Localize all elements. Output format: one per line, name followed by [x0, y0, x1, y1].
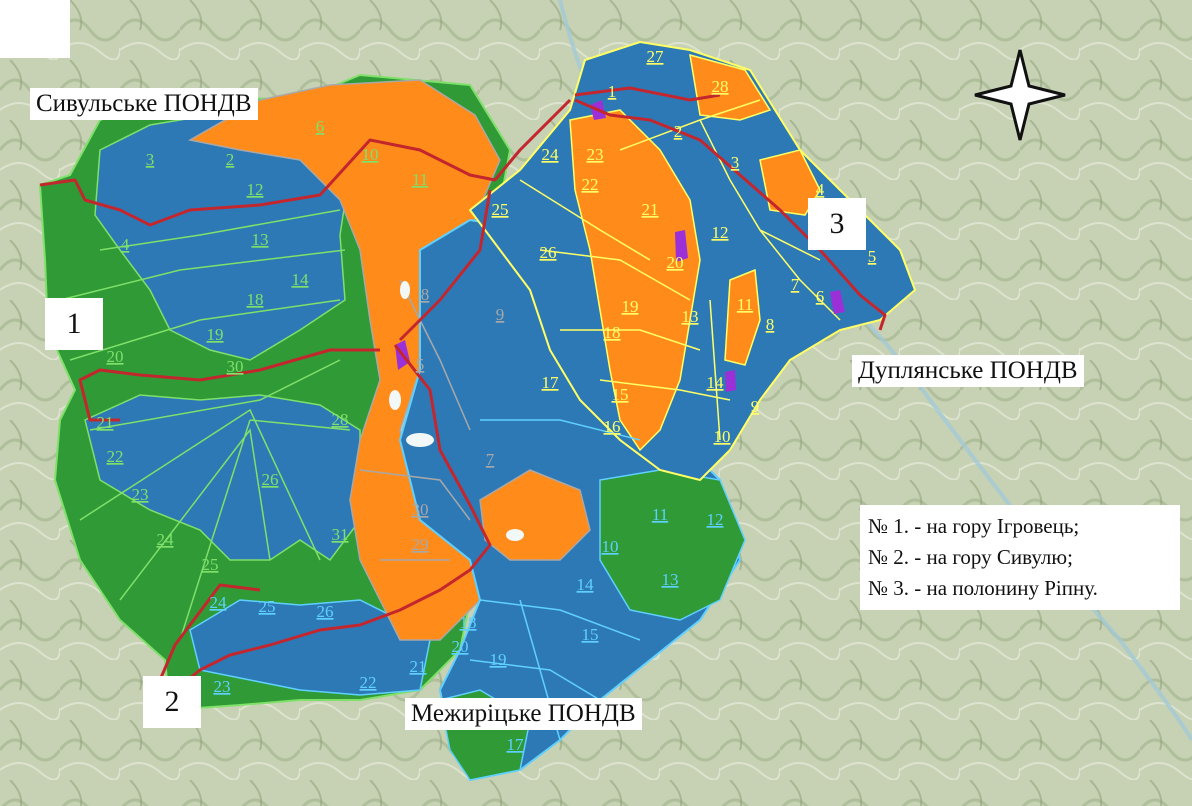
compartment-label: 29 [412, 535, 429, 554]
compartment-label: 19 [490, 650, 507, 669]
compartment-label: 14 [707, 373, 725, 392]
compartment-label: 12 [712, 223, 729, 242]
compartment-label: 5 [868, 247, 877, 266]
route-1-marker: 1 [45, 298, 103, 350]
compartment-label: 25 [202, 555, 219, 574]
compartment-label: 14 [292, 270, 310, 289]
compartment-label: 15 [612, 385, 629, 404]
west-blue-southwest [189, 599, 431, 696]
compartment-label: 20 [667, 253, 684, 272]
east-orange-strip [724, 268, 761, 366]
compartment-label: 23 [132, 485, 149, 504]
compartment-label: 26 [317, 602, 334, 621]
compartment-label: 19 [207, 325, 224, 344]
compartment-label: 10 [602, 537, 619, 556]
route-2-marker: 2 [143, 676, 201, 728]
compartment-label: 10 [362, 145, 379, 164]
compartment-label: 3 [731, 153, 740, 172]
compartment-label: 17 [507, 735, 525, 754]
compartment-label: 18 [460, 613, 477, 632]
compartment-label: 11 [652, 505, 668, 524]
legend-item-3: № 3. - на полонину Ріпну. [868, 576, 1098, 600]
compartment-label: 22 [582, 175, 599, 194]
compartment-label: 28 [712, 77, 729, 96]
compartment-label: 15 [582, 625, 599, 644]
compartment-label: 7 [486, 450, 495, 469]
compartment-label: 14 [577, 575, 595, 594]
compartment-label: 27 [647, 47, 665, 66]
compartment-label: 11 [737, 295, 753, 314]
syvulske-area-label: Сивульське ПОНДВ [30, 88, 258, 120]
compartment-label: 10 [714, 427, 731, 446]
compartment-label: 19 [622, 297, 639, 316]
top-left-white-corner [0, 0, 70, 58]
compartment-label: 26 [540, 243, 557, 262]
compartment-label: 18 [604, 323, 621, 342]
compartment-label: 22 [107, 447, 124, 466]
compartment-label: 13 [252, 230, 269, 249]
compartment-label: 16 [604, 417, 621, 436]
compartment-label: 26 [262, 470, 279, 489]
compartment-label: 25 [259, 597, 276, 616]
compartment-label: 13 [682, 307, 699, 326]
compartment-label: 30 [227, 357, 244, 376]
compartment-label: 1 [608, 82, 617, 101]
compartment-label: 6 [316, 117, 325, 136]
duplianske-area-label: Дуплянське ПОНДВ [852, 355, 1084, 387]
compartment-label: 6 [816, 287, 825, 306]
compartment-label: 7 [791, 275, 800, 294]
compartment-label: 21 [97, 413, 114, 432]
compartment-label: 8 [766, 315, 775, 334]
compartment-label: 3 [146, 150, 155, 169]
west-blue-south [84, 394, 361, 562]
compartment-label: 31 [332, 525, 349, 544]
compartment-number-labels: 3421213141819203021222324252628311011612… [97, 47, 877, 754]
hiking-routes [39, 86, 887, 692]
compartment-label: 12 [707, 510, 724, 529]
compartment-label: 8 [421, 285, 430, 304]
route-3-marker: 3 [808, 198, 866, 250]
compartment-label: 2 [674, 122, 683, 141]
compartment-label: 24 [157, 530, 175, 549]
compartment-label: 24 [210, 593, 228, 612]
compartment-label: 17 [542, 373, 560, 392]
compartment-label: 23 [587, 145, 604, 164]
compartment-label: 24 [542, 145, 560, 164]
compartment-label: 4 [816, 180, 825, 199]
compartment-label: 21 [410, 657, 427, 676]
east-orange-center [569, 109, 701, 452]
compartment-label: 18 [247, 290, 264, 309]
compartment-label: 2 [226, 150, 235, 169]
compartment-boundaries [59, 99, 841, 741]
compass-rose-icon [974, 49, 1066, 141]
compartment-label: 4 [121, 235, 130, 254]
compartment-label: 12 [247, 180, 264, 199]
compartment-label: 11 [412, 170, 428, 189]
compartment-label: 13 [662, 570, 679, 589]
route-2-line [158, 344, 492, 692]
compartment-label: 21 [642, 200, 659, 219]
compartment-label: 9 [496, 305, 505, 324]
route-legend: № 1. - на гору Ігровець; № 2. - на гору … [860, 505, 1180, 610]
compartment-label: 30 [412, 500, 429, 519]
compartment-label: 20 [452, 637, 469, 656]
route-3-line [574, 86, 887, 331]
compartment-label: 9 [751, 397, 760, 416]
compartment-label: 28 [332, 410, 349, 429]
compartment-label: 5 [416, 355, 425, 374]
compartment-label: 20 [107, 347, 124, 366]
compartment-label: 25 [492, 200, 509, 219]
compartment-label: 23 [214, 677, 231, 696]
route-1-line [39, 98, 572, 422]
compartment-label: 22 [360, 673, 377, 692]
legend-item-1: № 1. - на гору Ігровець; [868, 514, 1080, 538]
legend-item-2: № 2. - на гору Сивулю; [868, 545, 1073, 569]
mezhyritske-area-label: Межиріцьке ПОНДВ [405, 698, 642, 730]
